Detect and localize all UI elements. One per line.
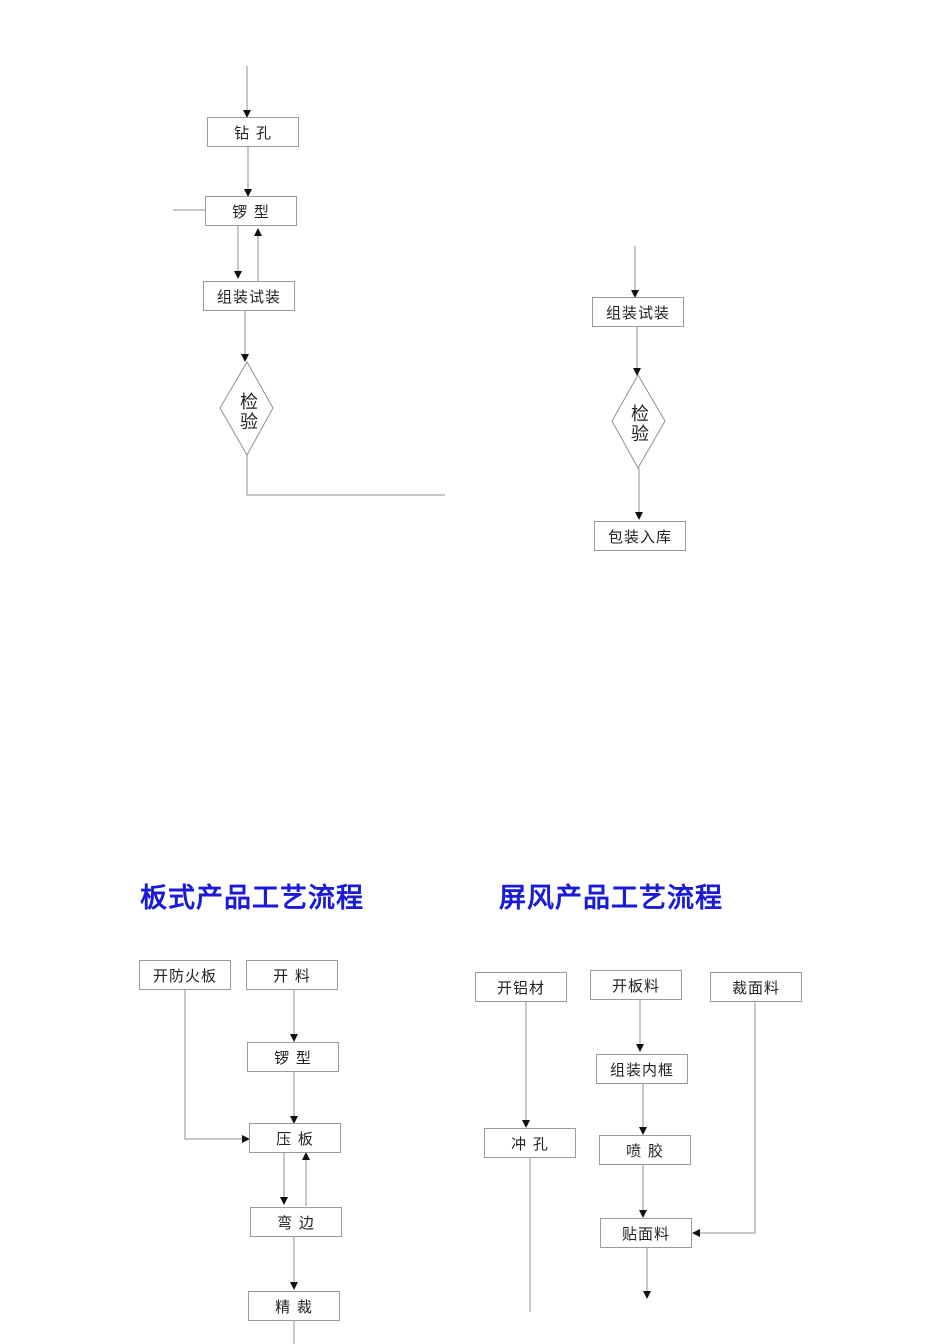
inspect-diamond-right <box>611 373 666 470</box>
fireboard-step: 开防火板 <box>139 960 231 990</box>
edge-step: 弯 边 <box>250 1207 342 1237</box>
glue-step: 喷 胶 <box>599 1135 691 1165</box>
pack-step: 包装入库 <box>594 521 686 551</box>
mill-step-panel: 锣 型 <box>247 1042 339 1072</box>
screen-process-title: 屏风产品工艺流程 <box>499 883 723 914</box>
assemble-step-right: 组装试装 <box>592 297 684 327</box>
punch-step: 冲 孔 <box>484 1128 576 1158</box>
cut-step: 开 料 <box>246 960 338 990</box>
aluminum-step: 开铝材 <box>475 972 567 1002</box>
mill-step: 锣 型 <box>205 196 297 226</box>
drill-step: 钻 孔 <box>207 117 299 147</box>
press-step: 压 板 <box>249 1123 341 1153</box>
apply-facing-step: 贴面料 <box>600 1218 692 1248</box>
inspect-label-right: 检 验 <box>631 404 649 445</box>
board-step: 开板料 <box>590 970 682 1000</box>
inspect-label-left: 检 验 <box>240 392 258 433</box>
panel-process-title: 板式产品工艺流程 <box>140 883 364 914</box>
facing-step: 裁面料 <box>710 972 802 1002</box>
frame-step: 组装内框 <box>596 1054 688 1084</box>
trim-step: 精 裁 <box>248 1291 340 1321</box>
assemble-step: 组装试装 <box>203 281 295 311</box>
